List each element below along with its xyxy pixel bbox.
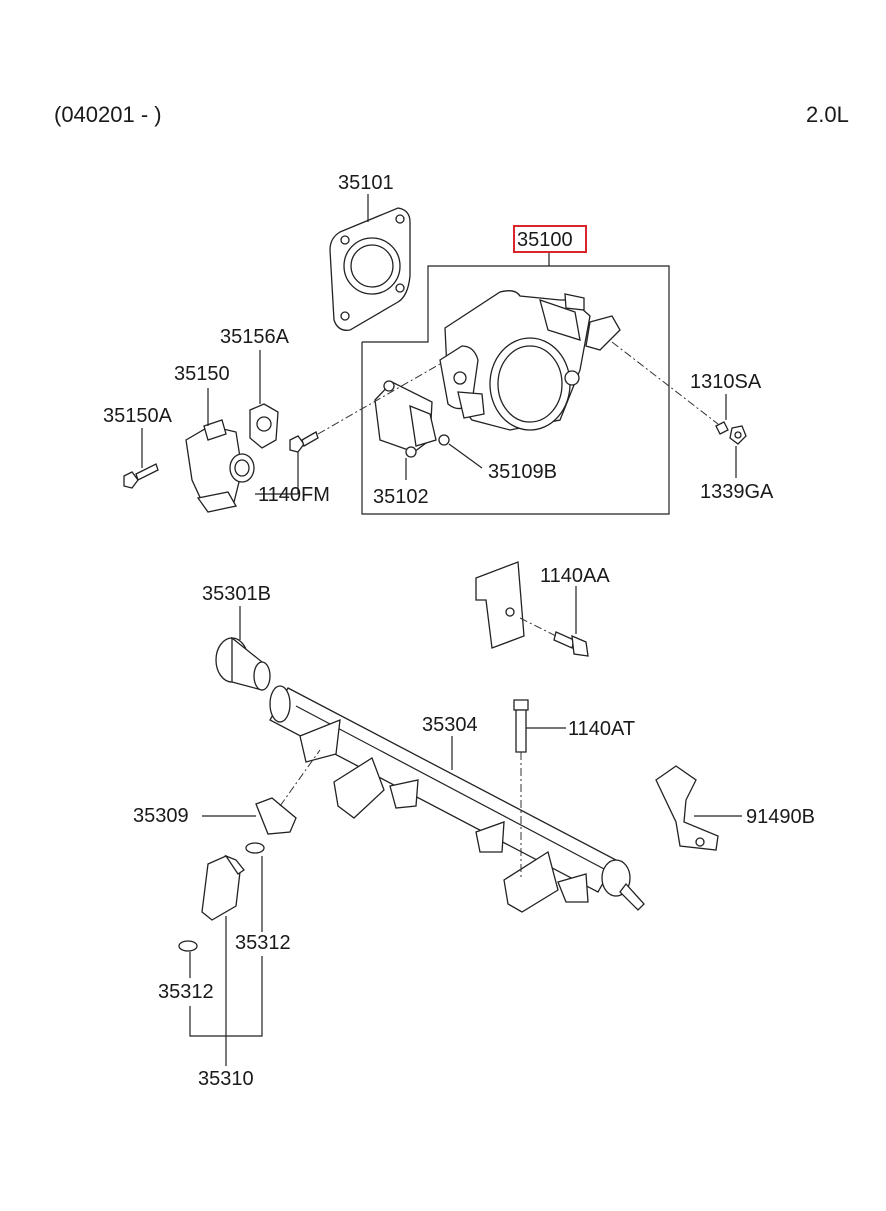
axis-line-1140AA bbox=[519, 617, 557, 637]
part-gasket-35101[interactable] bbox=[329, 207, 411, 331]
assembly-box-35100 bbox=[361, 265, 670, 515]
label-35150[interactable]: 35150 bbox=[174, 363, 230, 385]
label-1339GA[interactable]: 1339GA bbox=[700, 481, 774, 503]
label-35312-lower[interactable]: 35312 bbox=[158, 981, 214, 1003]
part-oring-35312-lower[interactable] bbox=[178, 940, 198, 952]
part-oring-35109B[interactable] bbox=[438, 434, 450, 446]
part-bolt-1140AA[interactable] bbox=[553, 631, 589, 657]
part-bracket-91490B[interactable] bbox=[655, 765, 719, 851]
part-gasket-35156A[interactable] bbox=[249, 403, 279, 449]
label-35109B[interactable]: 35109B bbox=[488, 461, 557, 483]
part-idle-actuator-35150[interactable] bbox=[185, 419, 255, 513]
part-sensor-35102[interactable] bbox=[374, 380, 437, 458]
label-35309[interactable]: 35309 bbox=[133, 805, 189, 827]
part-clip-35309[interactable] bbox=[255, 797, 297, 835]
date-range-label: (040201 - ) bbox=[54, 102, 162, 127]
part-bracket-1140AA[interactable] bbox=[475, 561, 525, 649]
label-35301B[interactable]: 35301B bbox=[202, 583, 271, 605]
part-bolt-1140AT[interactable] bbox=[513, 699, 529, 753]
part-bolt-35150A[interactable] bbox=[123, 463, 159, 489]
leader-35109B bbox=[448, 443, 483, 469]
engine-label: 2.0L bbox=[806, 102, 849, 127]
label-35156A[interactable]: 35156A bbox=[220, 326, 290, 348]
part-washer-1310SA[interactable] bbox=[715, 421, 729, 435]
label-35150A[interactable]: 35150A bbox=[103, 405, 173, 427]
part-injector-35310[interactable] bbox=[201, 854, 245, 921]
axis-line-1140FM bbox=[317, 363, 441, 435]
label-1310SA[interactable]: 1310SA bbox=[690, 371, 762, 393]
label-1140AA[interactable]: 1140AA bbox=[540, 565, 610, 587]
label-1140FM[interactable]: 1140FM bbox=[258, 484, 330, 506]
label-35100[interactable]: 35100 bbox=[517, 229, 573, 251]
part-bolt-1140FM[interactable] bbox=[289, 431, 319, 453]
part-throttle-body-35100[interactable] bbox=[439, 290, 621, 431]
label-91490B[interactable]: 91490B bbox=[746, 806, 815, 828]
part-fuel-rail-35304[interactable] bbox=[269, 685, 645, 913]
label-1140AT[interactable]: 1140AT bbox=[568, 718, 635, 740]
highlight-box-35100 bbox=[513, 225, 587, 253]
part-oring-35312-upper[interactable] bbox=[245, 842, 265, 854]
axis-line-35309 bbox=[279, 749, 321, 807]
label-35101[interactable]: 35101 bbox=[338, 172, 394, 194]
label-35312-upper[interactable]: 35312 bbox=[235, 932, 291, 954]
label-35304[interactable]: 35304 bbox=[422, 714, 478, 736]
label-35102[interactable]: 35102 bbox=[373, 486, 429, 508]
part-plug-35301B[interactable] bbox=[215, 636, 271, 691]
axis-line-throttle-nut bbox=[611, 341, 719, 425]
part-nut-1339GA[interactable] bbox=[729, 425, 747, 445]
label-35310[interactable]: 35310 bbox=[198, 1068, 254, 1090]
